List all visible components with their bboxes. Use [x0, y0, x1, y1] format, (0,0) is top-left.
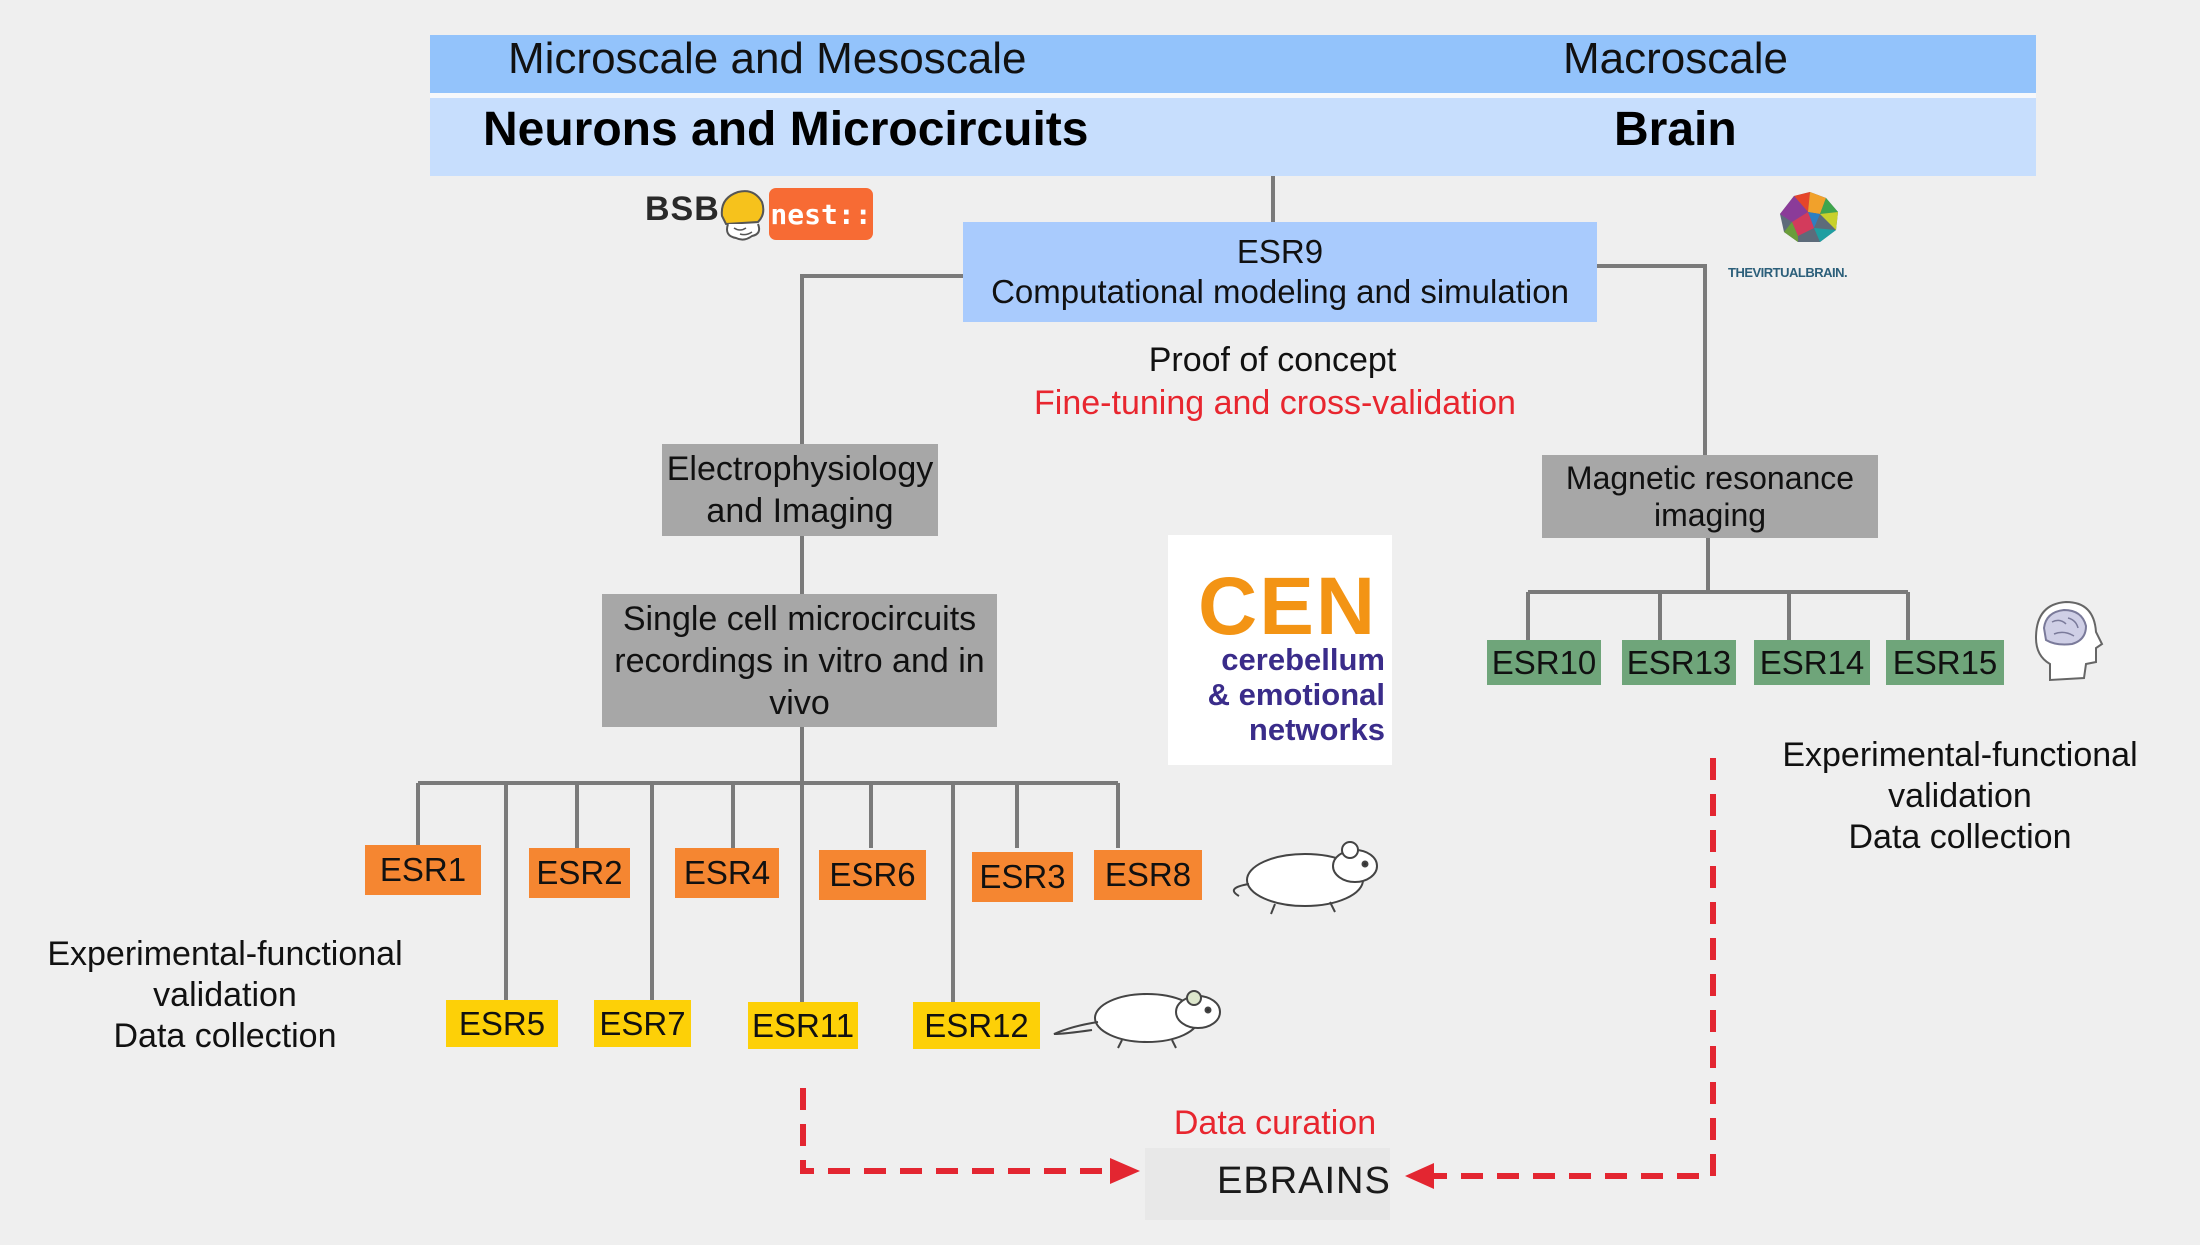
mri-box: Magnetic resonance imaging — [1542, 455, 1878, 538]
bsb-logo: BSB — [645, 190, 720, 228]
header-microscale: Microscale and Mesoscale — [508, 34, 1027, 83]
right-validation-line1: Experimental-functional — [1782, 736, 2138, 774]
esr4-box: ESR4 — [675, 848, 779, 898]
nest-logo: nest:: — [769, 188, 873, 240]
left-validation-line3: Data collection — [113, 1017, 337, 1055]
mri-line1: Magnetic resonance — [1565, 459, 1855, 496]
esr13-box: ESR13 — [1622, 640, 1736, 685]
cen-logo-line1: cerebellum — [1221, 642, 1385, 677]
single-line1: Single cell microcircuits — [622, 599, 977, 638]
single-line3: vivo — [769, 683, 830, 722]
mri-line2: imaging — [1653, 496, 1767, 533]
esr7-box: ESR7 — [594, 1000, 691, 1047]
header-brain: Brain — [1614, 103, 1737, 156]
data-curation-label: Data curation — [1173, 1104, 1377, 1142]
right-validation: Experimental-functional validation Data … — [1755, 735, 2165, 858]
left-validation: Experimental-functional validation Data … — [20, 934, 430, 1057]
cen-logo-subtitle: cerebellum & emotional networks — [1195, 642, 1385, 747]
arrowhead-left — [1110, 1158, 1140, 1184]
single-line2: recordings in vitro and in — [614, 641, 985, 680]
header-band-top — [430, 35, 2036, 93]
cen-logo-line2: & emotional — [1207, 677, 1385, 712]
right-validation-line2: validation — [1888, 777, 2032, 815]
esr11-box: ESR11 — [748, 1002, 858, 1049]
cen-logo-title: CEN — [1198, 561, 1378, 652]
ephys-line1: Electrophysiology — [666, 450, 934, 488]
arrowhead-right — [1405, 1163, 1434, 1189]
cen-logo-line3: networks — [1248, 712, 1385, 747]
bsb-brain-icon — [720, 190, 765, 241]
esr12-box: ESR12 — [913, 1002, 1040, 1049]
esr3-box: ESR3 — [972, 852, 1073, 902]
finetune-text: Fine-tuning and cross-validation — [1034, 384, 1516, 422]
esr8-box: ESR8 — [1094, 850, 1202, 900]
dashed-arrow-right — [1425, 758, 1716, 1179]
ebrains-logo-text: EBRAINS — [1217, 1160, 1391, 1202]
proof-of-concept: Proof of concept — [1148, 341, 1397, 379]
esr15-box: ESR15 — [1886, 640, 2004, 685]
esr5-box: ESR5 — [446, 1000, 558, 1047]
esr2-box: ESR2 — [529, 848, 630, 898]
dashed-arrow-left — [800, 1088, 1115, 1174]
esr9-box: ESR9 Computational modeling and simulati… — [963, 222, 1597, 322]
header-macroscale: Macroscale — [1563, 34, 1788, 83]
mouse-icon — [1232, 841, 1378, 915]
ephys-line2: and Imaging — [706, 492, 894, 530]
esr6-box: ESR6 — [819, 850, 926, 900]
left-validation-line1: Experimental-functional — [47, 935, 403, 973]
cen-logo-background — [1168, 535, 1392, 765]
esr1-box: ESR1 — [365, 845, 481, 895]
human-head-icon — [2034, 600, 2104, 682]
esr9-subtitle: Computational modeling and simulation — [991, 273, 1569, 310]
esr14-box: ESR14 — [1754, 640, 1870, 685]
header-neurons: Neurons and Microcircuits — [483, 103, 1089, 156]
left-validation-line2: validation — [153, 976, 297, 1014]
esr9-title: ESR9 — [1236, 233, 1324, 270]
right-validation-line3: Data collection — [1848, 818, 2072, 856]
header-band-divider — [430, 93, 2036, 98]
esr10-box: ESR10 — [1487, 640, 1601, 685]
tvb-logo: THEVIRTUALBRAIN. — [1728, 265, 1848, 280]
header-band-bottom — [430, 98, 2036, 176]
single-cell-box: Single cell microcircuits recordings in … — [602, 594, 997, 727]
line-esr9-to-ephys — [800, 274, 963, 444]
ebrains-logo-background — [1145, 1148, 1390, 1220]
tvb-brain-icon — [1780, 192, 1838, 242]
ephys-box: Electrophysiology and Imaging — [662, 444, 938, 536]
rat-icon — [1053, 990, 1221, 1049]
line-esr9-to-mri — [1597, 264, 1707, 455]
